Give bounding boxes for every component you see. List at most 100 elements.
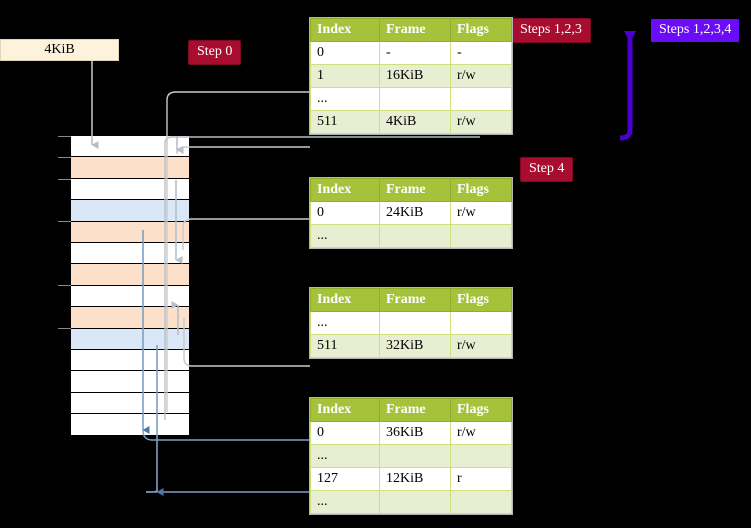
column-header-index: Index bbox=[310, 288, 380, 312]
table-cell: 16KiB bbox=[379, 64, 451, 88]
table-cell: r bbox=[450, 467, 512, 491]
table-cell bbox=[450, 444, 512, 468]
memory-tick bbox=[58, 179, 71, 180]
column-header-index: Index bbox=[310, 178, 380, 202]
memory-tick bbox=[58, 136, 71, 137]
step-0-badge: Step 0 bbox=[189, 41, 241, 64]
table-cell: 511 bbox=[310, 334, 380, 358]
table-cell: 0 bbox=[310, 421, 380, 445]
physical-memory-column bbox=[70, 135, 190, 436]
memory-frame-row bbox=[71, 414, 189, 436]
step-4-label: Step 4 bbox=[529, 161, 565, 176]
table-cell: 0 bbox=[310, 41, 380, 65]
table-cell: 4KiB bbox=[379, 110, 451, 134]
table-cell: ... bbox=[310, 444, 380, 468]
column-header-frame: Frame bbox=[379, 178, 451, 202]
column-header-frame: Frame bbox=[379, 288, 451, 312]
column-header-flags: Flags bbox=[450, 18, 512, 42]
memory-frame-row bbox=[71, 371, 189, 393]
table-cell bbox=[450, 224, 512, 248]
memory-frame-row bbox=[71, 200, 189, 222]
column-header-index: Index bbox=[310, 18, 380, 42]
table-cell: 24KiB bbox=[379, 201, 451, 225]
table-cell: 0 bbox=[310, 201, 380, 225]
table-cell: ... bbox=[310, 311, 380, 335]
table-row: 0-- bbox=[310, 41, 512, 65]
memory-frame-row bbox=[71, 221, 189, 243]
step-4-badge: Step 4 bbox=[521, 158, 573, 181]
steps-123-badge: Steps 1,2,3 bbox=[512, 19, 590, 42]
column-header-index: Index bbox=[310, 398, 380, 422]
wire-frame-4kib bbox=[176, 146, 310, 155]
table-cell: ... bbox=[310, 87, 380, 111]
table-cell bbox=[379, 224, 451, 248]
wire-12kib-stub bbox=[146, 489, 158, 493]
memory-frame-row bbox=[71, 264, 189, 286]
table-cell: ... bbox=[310, 490, 380, 514]
memory-frame-row bbox=[71, 349, 189, 372]
page-size-label: 4KiB bbox=[44, 42, 75, 57]
table-cell: 36KiB bbox=[379, 421, 451, 445]
column-header-frame: Frame bbox=[379, 398, 451, 422]
memory-frame-row bbox=[71, 307, 189, 329]
memory-tick bbox=[58, 285, 71, 286]
steps-123-label: Steps 1,2,3 bbox=[520, 22, 582, 37]
table-cell bbox=[450, 311, 512, 335]
table-cell: r/w bbox=[450, 110, 512, 134]
table-cell bbox=[450, 490, 512, 514]
steps-1234-label: Steps 1,2,3,4 bbox=[659, 22, 732, 37]
page-size-box: 4KiB bbox=[0, 39, 119, 61]
table-cell bbox=[379, 87, 451, 111]
wire-32kib bbox=[183, 318, 310, 367]
table-cell bbox=[379, 444, 451, 468]
memory-tick bbox=[58, 221, 71, 222]
column-header-flags: Flags bbox=[450, 398, 512, 422]
arrow-steps-loop bbox=[619, 31, 636, 141]
table-cell: 127 bbox=[310, 467, 380, 491]
table-cell bbox=[450, 87, 512, 111]
memory-tick bbox=[58, 328, 71, 329]
wire-24kib bbox=[182, 218, 310, 250]
memory-frame-row bbox=[71, 392, 189, 415]
column-header-frame: Frame bbox=[379, 18, 451, 42]
table-cell: 32KiB bbox=[379, 334, 451, 358]
memory-frame-row bbox=[71, 242, 189, 265]
table-cell: ... bbox=[310, 224, 380, 248]
table-cell: 1 bbox=[310, 64, 380, 88]
memory-frame-row bbox=[71, 178, 189, 201]
column-header-flags: Flags bbox=[450, 178, 512, 202]
table-cell: - bbox=[450, 41, 512, 65]
table-row: ... bbox=[310, 311, 512, 335]
table-cell bbox=[379, 311, 451, 335]
table-cell: r/w bbox=[450, 421, 512, 445]
step-0-label: Step 0 bbox=[197, 44, 233, 59]
table-cell: 12KiB bbox=[379, 467, 451, 491]
steps-1234-badge: Steps 1,2,3,4 bbox=[651, 19, 740, 42]
table-cell: r/w bbox=[450, 334, 512, 358]
table-cell: r/w bbox=[450, 64, 512, 88]
memory-frame-row bbox=[71, 285, 189, 308]
table-row: ... bbox=[310, 87, 512, 111]
table-row: ... bbox=[310, 224, 512, 248]
table-row: ... bbox=[310, 490, 512, 514]
memory-frame-row bbox=[71, 136, 189, 158]
table-cell bbox=[379, 490, 451, 514]
memory-tick bbox=[58, 157, 71, 158]
table-row: ... bbox=[310, 444, 512, 468]
table-cell: 511 bbox=[310, 110, 380, 134]
memory-frame-row bbox=[71, 328, 189, 350]
